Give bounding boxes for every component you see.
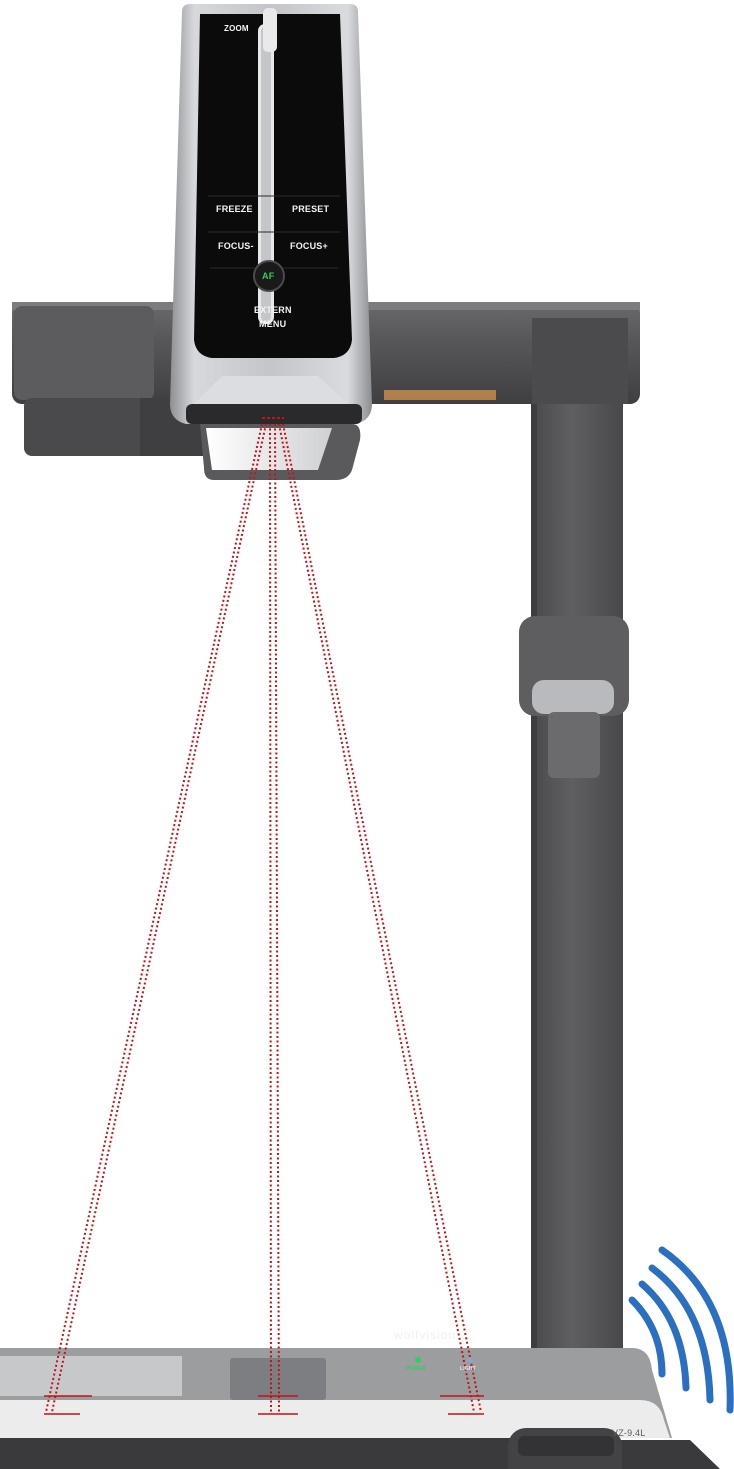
extern-button[interactable]: EXTERN — [254, 305, 292, 315]
model-label: VZ-9.4L — [612, 1428, 646, 1438]
laser-line-left-1 — [45, 423, 263, 1413]
camera-lens — [186, 404, 362, 424]
light-unit — [200, 424, 361, 480]
base-left-panel — [0, 1356, 182, 1396]
af-label[interactable]: AF — [262, 271, 275, 281]
power-label: POWER — [406, 1366, 426, 1372]
focus-minus-button[interactable]: FOCUS- — [218, 241, 254, 251]
laser-target-marks — [44, 1395, 484, 1415]
laser-line-center-2 — [274, 423, 280, 1413]
light-led — [467, 1357, 473, 1363]
stand-pole — [531, 318, 623, 1428]
laser-line-center-1 — [269, 423, 272, 1413]
laser-field-of-view — [45, 417, 482, 1413]
zoom-slider-handle[interactable] — [263, 8, 277, 52]
laser-line-right-1 — [278, 423, 475, 1413]
pole-release-lever[interactable] — [532, 680, 614, 714]
pole-joint — [519, 616, 629, 778]
power-led — [415, 1357, 421, 1363]
af-button[interactable] — [253, 260, 285, 292]
light-label: LIGHT — [460, 1366, 476, 1372]
wireless-icon — [628, 1246, 734, 1414]
laser-line-left-2 — [51, 423, 267, 1413]
preset-button[interactable]: PRESET — [292, 204, 330, 214]
freeze-button[interactable]: FREEZE — [216, 204, 253, 214]
menu-button[interactable]: MENU — [259, 319, 287, 329]
brand-logo: wolfvision — [394, 1328, 457, 1342]
camera-head — [170, 4, 372, 424]
laser-line-right-2 — [282, 423, 482, 1413]
arm-side-light — [384, 390, 496, 400]
stand-base — [0, 1348, 720, 1469]
focus-plus-button[interactable]: FOCUS+ — [290, 241, 328, 251]
zoom-label: ZOOM — [224, 24, 249, 33]
